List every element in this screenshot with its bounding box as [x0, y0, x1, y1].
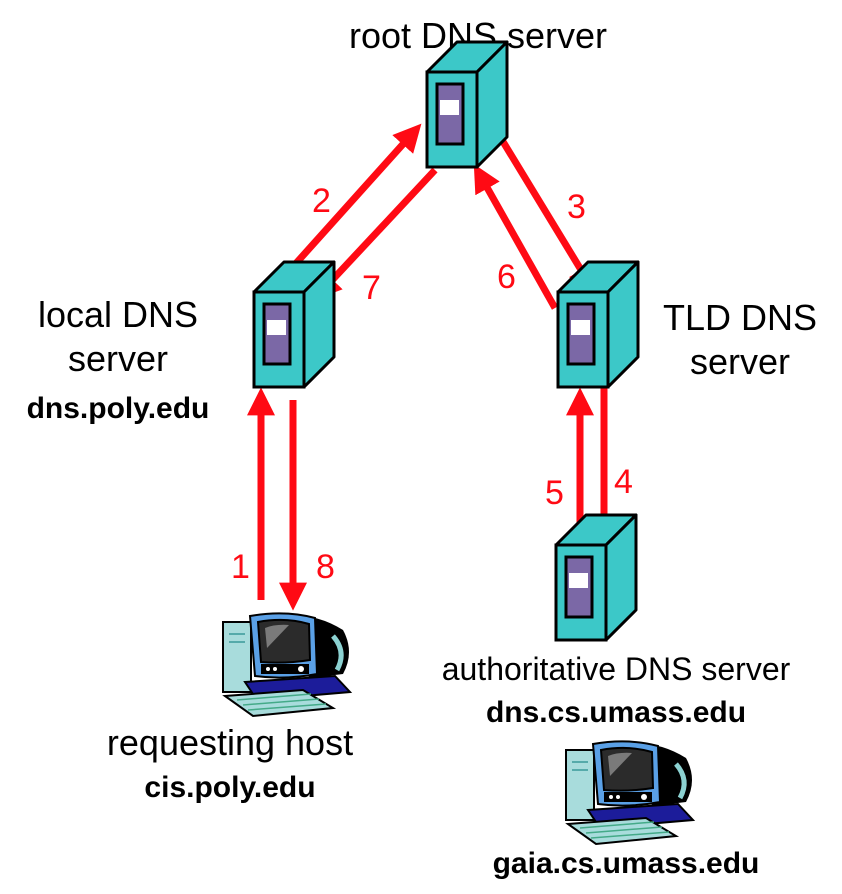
authoritative-server-hostname: dns.cs.umass.edu	[486, 696, 746, 729]
requesting-host-label: requesting host	[107, 722, 353, 763]
desktop-computer-icon	[566, 741, 693, 844]
target-host: gaia.cs.umass.edu	[493, 741, 760, 880]
desktop-computer-icon	[223, 613, 350, 716]
step-label-3: 3	[567, 188, 586, 226]
arrow-step-6	[473, 164, 559, 310]
requesting-host: requesting host cis.poly.edu	[107, 613, 353, 804]
arrow-step-2	[278, 123, 422, 283]
step-label-1: 1	[231, 548, 250, 586]
authoritative-dns-server: authoritative DNS server dns.cs.umass.ed…	[442, 513, 791, 729]
requesting-host-hostname: cis.poly.edu	[144, 771, 315, 804]
tld-server-label-line2: server	[690, 341, 790, 382]
server-icon	[554, 513, 638, 642]
local-server-label-line2: server	[68, 338, 168, 379]
local-server-hostname: dns.poly.edu	[27, 392, 210, 425]
step-labels: 1 2 3 4 5 6 7 8	[231, 182, 633, 586]
step-label-4: 4	[614, 463, 633, 501]
step-label-5: 5	[545, 474, 564, 512]
step-label-2: 2	[312, 182, 331, 220]
target-host-hostname: gaia.cs.umass.edu	[493, 847, 760, 880]
arrow-step-7	[313, 167, 438, 301]
root-dns-server: root DNS server	[349, 15, 607, 169]
authoritative-server-label: authoritative DNS server	[442, 651, 791, 687]
server-icon	[252, 260, 336, 389]
step-label-8: 8	[316, 548, 335, 586]
tld-dns-server: TLD DNS server	[556, 260, 817, 389]
local-server-label-line1: local DNS	[38, 294, 198, 335]
step-label-7: 7	[362, 269, 381, 307]
local-dns-server: local DNS server dns.poly.edu	[27, 260, 336, 425]
server-icon	[556, 260, 640, 389]
tld-server-label-line1: TLD DNS	[663, 297, 817, 338]
server-icon	[425, 40, 509, 169]
step-label-6: 6	[497, 258, 516, 296]
